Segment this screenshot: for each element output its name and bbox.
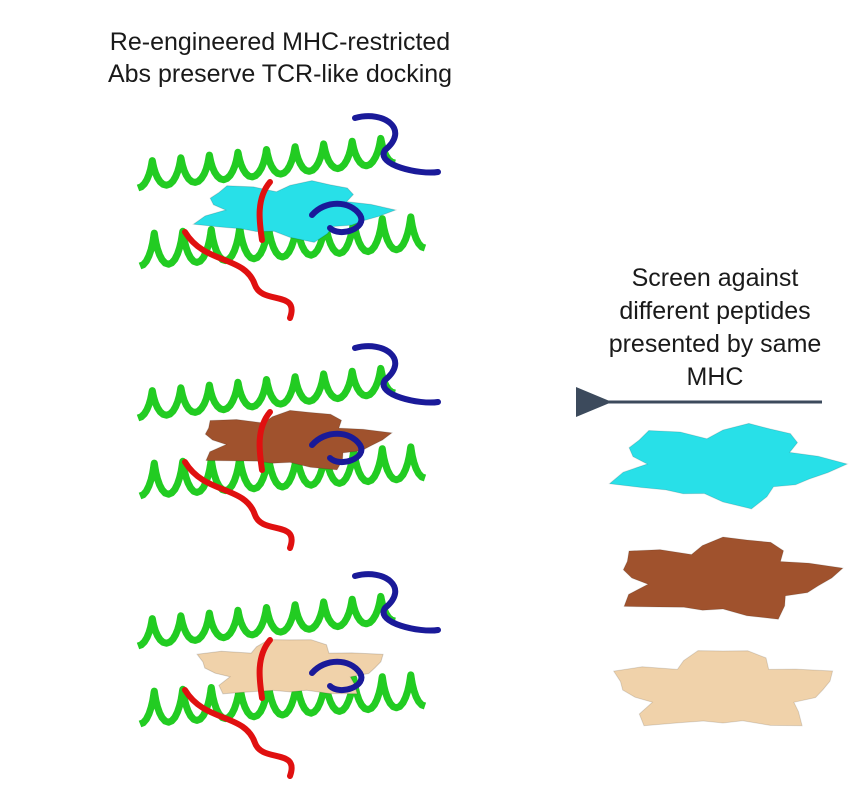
mhc-lower-helix	[138, 443, 427, 500]
bound-peptide-surface	[204, 409, 394, 471]
antibody-loop-red	[256, 179, 273, 243]
mhc-lower-helix	[138, 213, 427, 270]
screen-label-line-1: Screen against	[631, 264, 799, 292]
mhc-complex-panel	[136, 343, 441, 551]
bound-peptide-surface	[192, 180, 398, 243]
antibody-loop-red	[256, 637, 273, 701]
mhc-upper-helix	[136, 364, 396, 422]
antibody-loop-red	[256, 409, 273, 473]
mhc-complex-panel	[136, 571, 441, 779]
antibody-loop-blue	[309, 430, 365, 466]
antibody-loop-blue	[309, 200, 365, 236]
mhc-complex-panel	[136, 113, 441, 321]
title-line-1: Re-engineered MHC-restricted	[109, 28, 451, 56]
antibody-loop-blue	[309, 658, 365, 694]
free-peptide-surface	[612, 650, 834, 727]
antibody-loop-blue	[352, 113, 441, 176]
antibody-loop-red	[182, 459, 295, 551]
figure-title: Re-engineered MHC-restricted Abs preserv…	[70, 26, 490, 90]
free-peptide-surface	[608, 422, 849, 510]
mhc-lower-helix	[138, 671, 427, 728]
free-peptide-column	[608, 422, 849, 727]
bound-peptide-surface	[196, 639, 384, 695]
antibody-loop-blue	[352, 343, 441, 406]
free-peptide-surface	[622, 536, 845, 620]
title-line-2: Abs preserve TCR-like docking	[107, 60, 453, 88]
mhc-upper-helix	[136, 134, 396, 192]
screen-label: Screen against different peptides presen…	[585, 262, 845, 394]
antibody-loop-red	[182, 229, 295, 321]
mhc-upper-helix	[136, 592, 396, 650]
screen-label-line-2: different peptides	[619, 297, 811, 325]
antibody-loop-red	[182, 687, 295, 779]
mhc-complex-panels	[136, 113, 441, 779]
antibody-loop-blue	[352, 571, 441, 634]
screen-label-line-3: presented by same	[608, 330, 822, 358]
screen-label-line-4: MHC	[686, 363, 744, 391]
